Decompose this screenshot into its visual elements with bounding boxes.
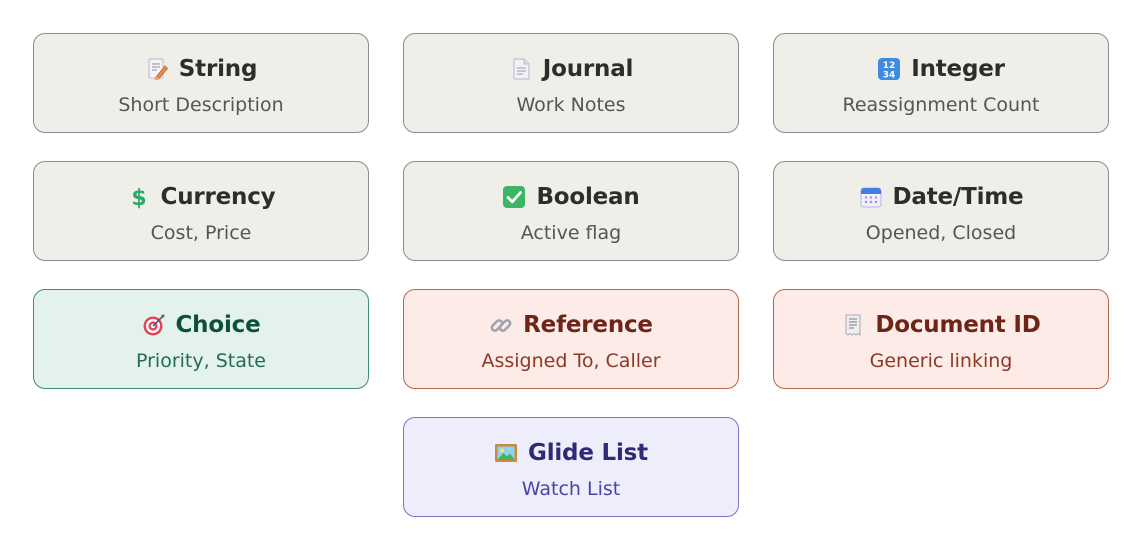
card-subtitle: Work Notes — [516, 94, 626, 116]
link-icon — [489, 313, 513, 337]
card-subtitle: Reassignment Count — [842, 94, 1040, 116]
card-title-row: Document ID — [774, 312, 1108, 338]
card-title-row: Journal — [404, 56, 738, 82]
field-type-card-currency: $ Currency Cost, Price — [33, 161, 369, 261]
card-subtitle: Cost, Price — [150, 222, 252, 244]
calendar-icon — [859, 185, 883, 209]
card-title-row: $ Currency — [34, 184, 368, 210]
card-subtitle: Generic linking — [869, 350, 1013, 372]
svg-text:34: 34 — [883, 71, 896, 81]
page-icon — [509, 57, 533, 81]
field-type-card-boolean: Boolean Active flag — [403, 161, 739, 261]
framed-picture-icon — [494, 441, 518, 465]
field-type-card-journal: Journal Work Notes — [403, 33, 739, 133]
card-title: Reference — [523, 312, 653, 338]
card-subtitle: Watch List — [521, 478, 621, 500]
field-type-card-choice: Choice Priority, State — [33, 289, 369, 389]
field-type-card-reference: Reference Assigned To, Caller — [403, 289, 739, 389]
card-subtitle: Priority, State — [136, 350, 266, 372]
card-subtitle: Opened, Closed — [865, 222, 1017, 244]
card-title: Choice — [175, 312, 261, 338]
card-subtitle: Short Description — [118, 94, 284, 116]
field-type-card-document-id: Document ID Generic linking — [773, 289, 1109, 389]
card-title-row: Reference — [404, 312, 738, 338]
dollar-sign-icon: $ — [127, 185, 151, 209]
target-icon — [142, 313, 166, 337]
pencil-memo-icon — [145, 57, 169, 81]
card-title: Glide List — [528, 440, 648, 466]
field-type-card-glide-list: Glide List Watch List — [403, 417, 739, 517]
card-title-row: 12 34 Integer — [774, 56, 1108, 82]
numbers-1234-icon: 12 34 — [877, 57, 901, 81]
field-type-card-datetime: Date/Time Opened, Closed — [773, 161, 1109, 261]
card-subtitle: Assigned To, Caller — [481, 350, 661, 372]
card-title-row: Date/Time — [774, 184, 1108, 210]
card-subtitle: Active flag — [520, 222, 622, 244]
card-title: Boolean — [536, 184, 640, 210]
check-box-icon — [502, 185, 526, 209]
field-type-card-integer: 12 34 Integer Reassignment Count — [773, 33, 1109, 133]
card-title: String — [178, 56, 258, 82]
card-title: Currency — [160, 184, 276, 210]
card-title: Journal — [542, 56, 634, 82]
card-title-row: String — [34, 56, 368, 82]
field-type-card-string: String Short Description — [33, 33, 369, 133]
card-title: Document ID — [875, 312, 1041, 338]
card-title-row: Glide List — [404, 440, 738, 466]
card-title: Date/Time — [892, 184, 1024, 210]
svg-text:$: $ — [131, 186, 146, 209]
svg-text:12: 12 — [883, 61, 896, 71]
card-title-row: Choice — [34, 312, 368, 338]
receipt-icon — [841, 313, 865, 337]
card-title: Integer — [911, 56, 1005, 82]
card-title-row: Boolean — [404, 184, 738, 210]
